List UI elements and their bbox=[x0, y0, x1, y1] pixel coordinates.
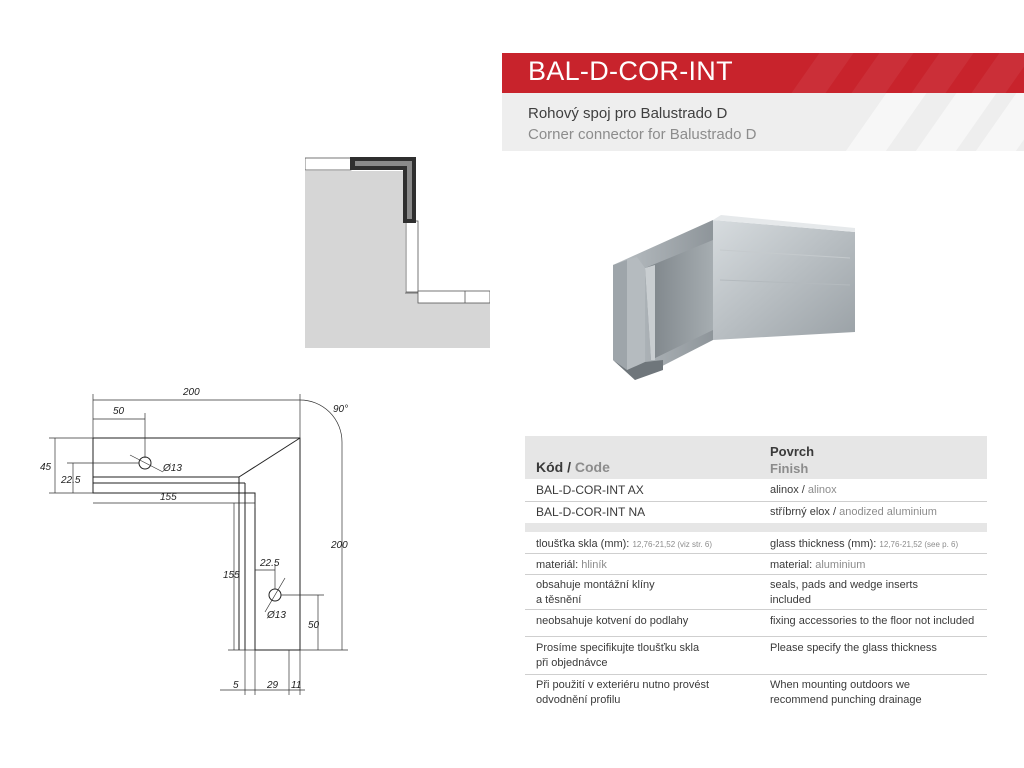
dim-50-right: 50 bbox=[308, 620, 320, 631]
subtitle-en: Corner connector for Balustrado D bbox=[528, 126, 757, 143]
dim-45: 45 bbox=[40, 462, 52, 473]
dim-diameter-top: Ø13 bbox=[162, 463, 182, 474]
dim-90: 90° bbox=[333, 404, 348, 415]
dim-50: 50 bbox=[113, 406, 125, 417]
table-header: Kód / Code Povrch Finish bbox=[525, 436, 987, 479]
dim-diameter-bottom: Ø13 bbox=[266, 610, 286, 621]
subtitle-cz: Rohový spoj pro Balustrado D bbox=[528, 105, 728, 122]
product-code: BAL-D-COR-INT NA bbox=[536, 505, 646, 519]
product-code: BAL-D-COR-INT AX bbox=[536, 483, 644, 497]
finish-header-cz: Povrch bbox=[770, 444, 815, 459]
product-code-title: BAL-D-COR-INT bbox=[528, 56, 733, 86]
dim-11: 11 bbox=[291, 680, 301, 691]
product-finish: alinox / alinox bbox=[770, 484, 837, 496]
technical-drawing: 200 50 90° 45 22.5 155 Ø13 155 22.5 Ø13 … bbox=[40, 387, 348, 695]
dim-200-right: 200 bbox=[330, 540, 348, 551]
installation-schematic bbox=[305, 155, 490, 348]
dim-22-5-left: 22.5 bbox=[60, 475, 81, 486]
dim-200-top: 200 bbox=[182, 387, 200, 398]
product-finish: stříbrný elox / anodized aluminium bbox=[770, 506, 937, 518]
product-render bbox=[613, 215, 855, 380]
dim-155-horizontal: 155 bbox=[160, 492, 177, 503]
code-column-header: Kód / Code bbox=[536, 459, 610, 475]
finish-header-en: Finish bbox=[770, 461, 809, 476]
title-banner: BAL-D-COR-INT bbox=[502, 53, 1024, 93]
subtitle-box: Rohový spoj pro Balustrado D Corner conn… bbox=[502, 93, 1024, 151]
dim-5: 5 bbox=[233, 680, 239, 691]
dim-22-5-mid: 22.5 bbox=[259, 558, 280, 569]
dim-155-vertical: 155 bbox=[223, 570, 240, 581]
dim-29: 29 bbox=[266, 680, 279, 691]
